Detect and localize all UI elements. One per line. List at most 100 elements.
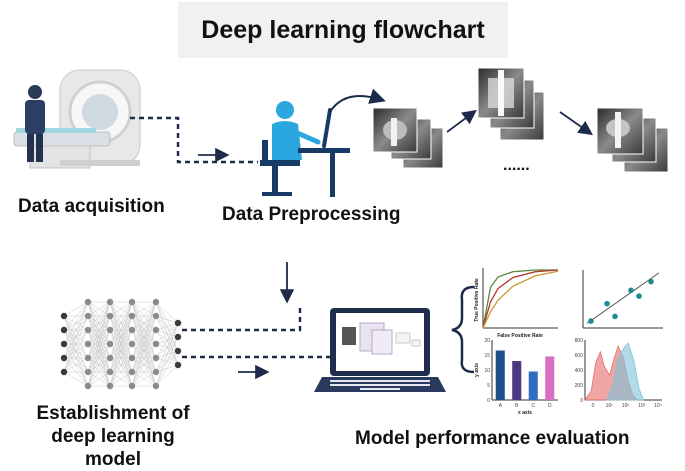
bar [495,350,505,400]
scatter-point [648,278,654,285]
hist-ytick-label: 0 [580,398,583,404]
nn-edge [63,301,89,359]
nn-node [174,333,182,341]
nn-node [106,382,114,390]
mri-scanner-icon [13,69,141,169]
nn-node [152,354,160,362]
nn-edge [131,315,157,387]
nn-edge [109,301,133,387]
nn-edge [109,329,133,387]
ct-image-stack-raw [372,107,444,169]
title-banner: Deep learning flowchart [178,2,508,58]
nn-node [128,368,136,376]
scatter-trendline [586,272,660,324]
nn-edge [87,301,111,331]
nn-node [60,312,68,320]
step-label-establishment: Establishment of deep learning model [28,402,198,471]
bar [545,356,555,400]
nn-edge [63,301,89,331]
nn-edge [63,329,89,373]
bar-ytick-label: 15 [484,353,490,359]
nn-node [128,312,136,320]
nn-node [128,340,136,348]
nn-edge [87,343,111,387]
roc-ylabel: True Positive Rate [474,278,480,322]
hist-area [606,342,645,401]
nn-edge [109,357,133,387]
nn-edge [63,343,89,373]
nn-edge [87,329,111,387]
nn-edge [63,315,89,373]
ct-image-stack-output [596,107,669,173]
scatter-point [604,300,610,307]
nn-edge [109,371,133,387]
roc-chart: True Positive Rate False Positive Rate [474,268,559,339]
nn-node [60,368,68,376]
flowchart-canvas: ...... True P [13,67,669,416]
nn-node [84,382,92,390]
step-label-establishment-line1: Establishment of [36,403,190,424]
curly-brace [451,285,475,374]
nn-node [128,298,136,306]
nn-node [106,298,114,306]
nn-edge [63,301,89,345]
nn-edge [63,301,89,373]
nn-edge [131,329,157,387]
nn-edge [109,301,133,359]
hist-xtick-label: 10² [622,403,630,409]
step-label-preprocessing: Data Preprocessing [222,204,401,225]
nn-node [152,382,160,390]
page-title: Deep learning flowchart [201,15,485,44]
bar-ytick-label: 0 [487,398,490,404]
nn-node [60,326,68,334]
nn-edge [155,322,179,331]
scatter-point [636,293,642,299]
nn-edge [87,371,111,387]
bar-ytick-label: 5 [487,383,490,389]
nn-node [128,354,136,362]
nn-edge [155,322,179,373]
nn-edge [109,343,133,387]
step-label-evaluation: Model performance evaluation [355,428,630,449]
nn-node [84,368,92,376]
bar-category-label: B [515,403,519,409]
bar [512,361,522,400]
nn-edge [155,301,179,324]
nn-edge [131,301,157,317]
nn-edge [131,301,157,359]
scatter-point [628,287,634,294]
nn-node [106,326,114,334]
roc-xlabel: False Positive Rate [497,333,543,339]
nn-edge [109,301,133,345]
nn-edge [109,315,133,387]
nn-node [84,354,92,362]
nn-node [60,354,68,362]
bar-ytick-label: 20 [484,338,490,344]
nn-node [60,340,68,348]
nn-node [174,319,182,327]
step-label-acquisition: Data acquisition [18,196,165,217]
bar-category-label: A [499,403,503,409]
hist-xtick-label: 10⁴ [654,403,662,409]
nn-node [128,326,136,334]
nn-edge [87,315,111,387]
nn-edge [155,336,179,387]
nn-edge [63,301,89,317]
nn-edge [131,357,157,387]
bar [528,371,538,400]
roc-curve [482,269,559,329]
nn-node [84,312,92,320]
hist-ytick-label: 200 [575,383,584,389]
nn-edge [109,301,133,317]
nn-node [152,312,160,320]
nn-edge [155,364,179,387]
nn-node [152,368,160,376]
nn-edge [131,301,157,387]
nn-edge [155,322,179,345]
nn-edge [87,357,111,387]
nn-node [128,382,136,390]
ellipsis-text: ...... [503,157,530,174]
laptop-icon [314,308,446,392]
nn-edge [109,301,133,331]
